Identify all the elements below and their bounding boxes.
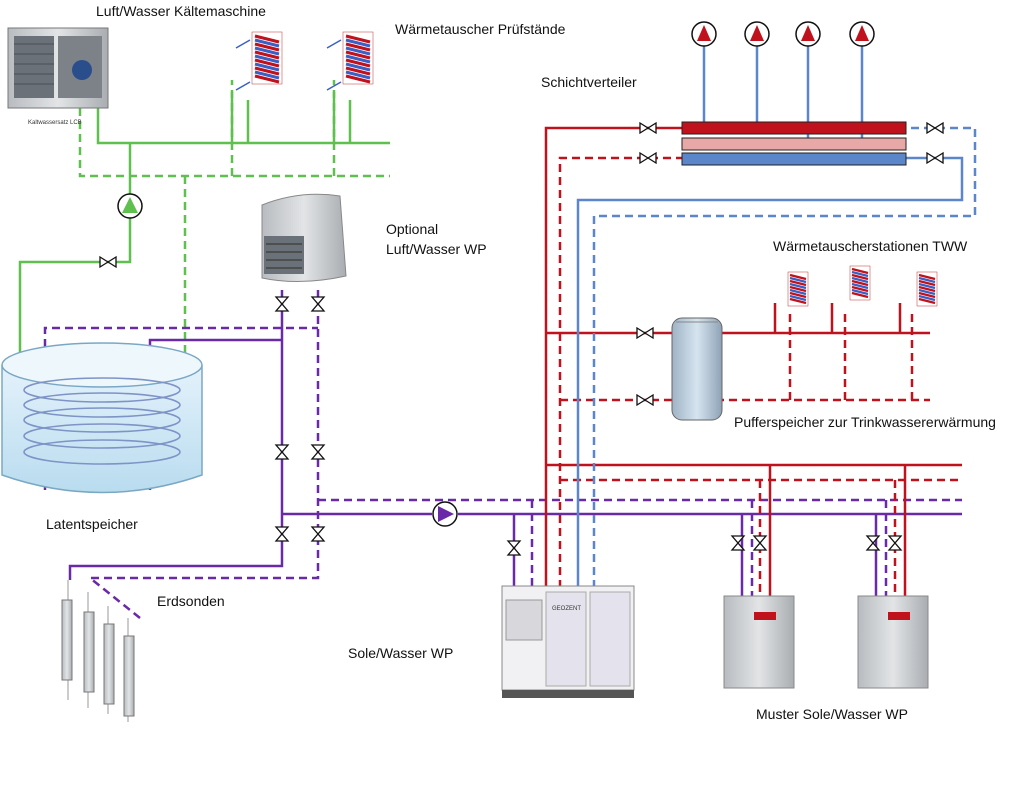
stratified-distributor-label: Schichtverteiler [541, 74, 637, 90]
red-circuit [544, 126, 962, 596]
brine-heat-pump-icon: GEOZENT [501, 585, 635, 698]
chiller-icon: Kaltwassersatz LCB [7, 27, 109, 126]
chiller-label: Luft/Wasser Kältemaschine [96, 3, 266, 19]
latent-storage-label: Latentspeicher [46, 516, 138, 532]
tank-icon [1, 342, 203, 494]
pump-icon [432, 501, 458, 527]
brine-hp-brand: GEOZENT [552, 606, 581, 612]
heat-exchanger-icon [786, 264, 939, 308]
brine-heat-pump-icon [723, 595, 929, 689]
test-benches-label: Wärmetauscher Prüfstände [395, 21, 566, 37]
hx-stations-label: Wärmetauscherstationen TWW [773, 238, 968, 254]
boreholes-label: Erdsonden [157, 593, 225, 609]
air-water-hp-label: Luft/Wasser WP [386, 241, 487, 257]
pump-icon [117, 193, 143, 219]
blue-return [592, 126, 977, 588]
stratified-distributor [681, 121, 907, 166]
red-return [558, 156, 962, 596]
borehole-icon [61, 580, 135, 722]
buffer-tank-label: Pufferspeicher zur Trinkwassererwärmung [734, 414, 996, 430]
optional-label: Optional [386, 221, 438, 237]
brine-hp-label: Sole/Wasser WP [348, 645, 453, 661]
sample-hp-label: Muster Sole/Wasser WP [756, 706, 908, 722]
heat-exchanger-icon [235, 30, 375, 91]
buffer-tank-icon [671, 317, 723, 421]
pump-icon [691, 21, 875, 47]
air-heat-pump-icon [261, 193, 347, 283]
chiller-brand: Kaltwassersatz LCB [28, 120, 82, 126]
